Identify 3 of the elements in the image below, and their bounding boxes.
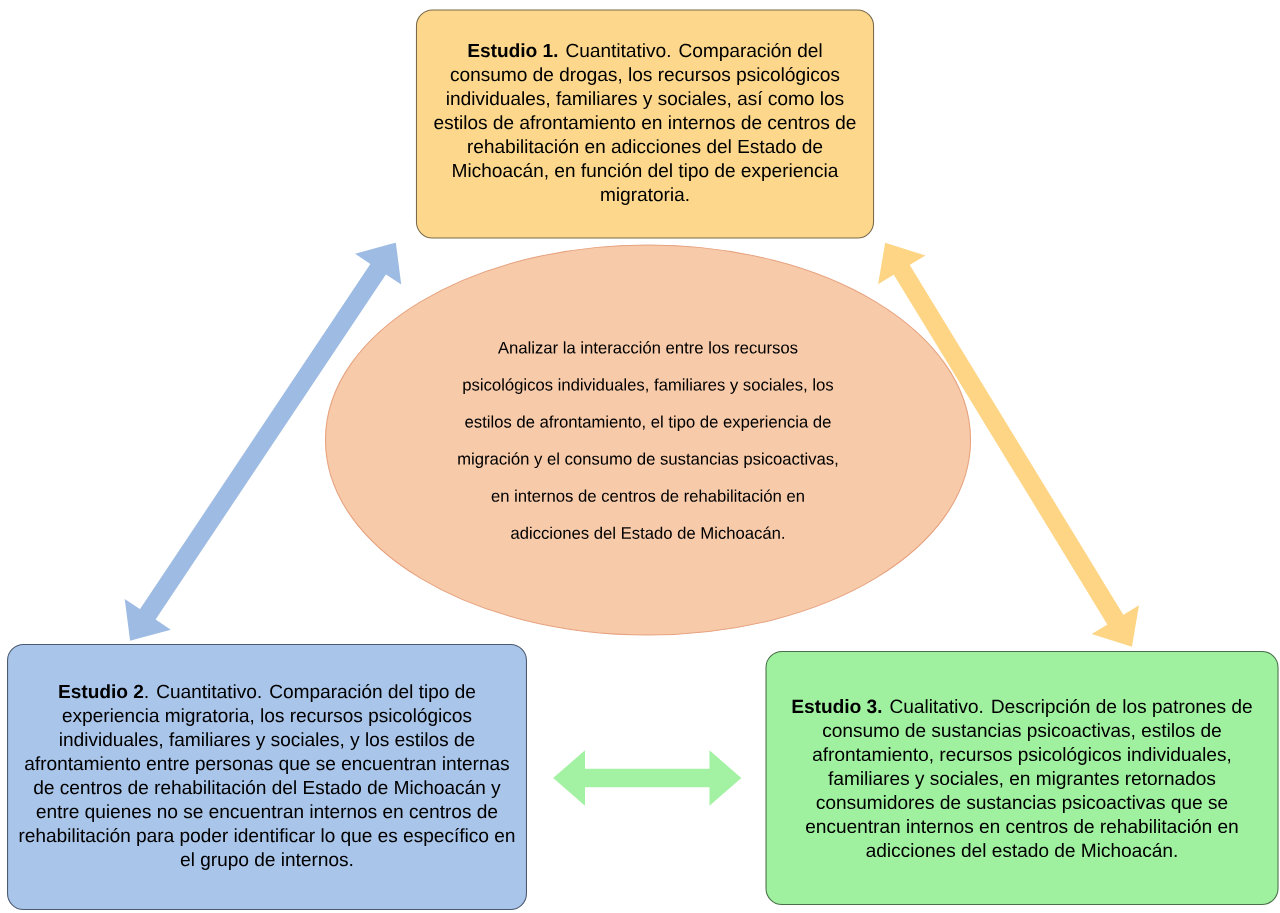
study-box: Estudio 1. Cuantitativo. Comparación del consumo de drogas, los recursos psicológicos individuales, familiares y sociales, así como los estilos de afrontamiento en internos de centros de rehabilitación en adicciones del Estado de Michoacán, en función del tipo de experiencia migratoria. (415, 9, 875, 239)
study-box: Estudio 2. Cuantitativo. Comparación del tipo de experiencia migratoria, los recursos psicológicos individuales, familiares y sociales, y los estilos de afrontamiento entre personas que se encuentran internas de centros de rehabilitación del Estado de Michoacán y entre quienes no se encuentran internos en centros de rehabilitación para poder identificar lo que es específico en el grupo de internos. (7, 643, 527, 911)
study-box: Estudio 3. Cualitativo. Descripción de los patrones de consumo de sustancias psicoactivas, estilos de afrontamiento, recursos psicológicos individuales, familiares y sociales, en migrantes retornados consumidores de sustancias psicoactivas que se encuentran internos en centros de rehabilitación en adicciones del estado de Michoacán. (765, 650, 1279, 906)
